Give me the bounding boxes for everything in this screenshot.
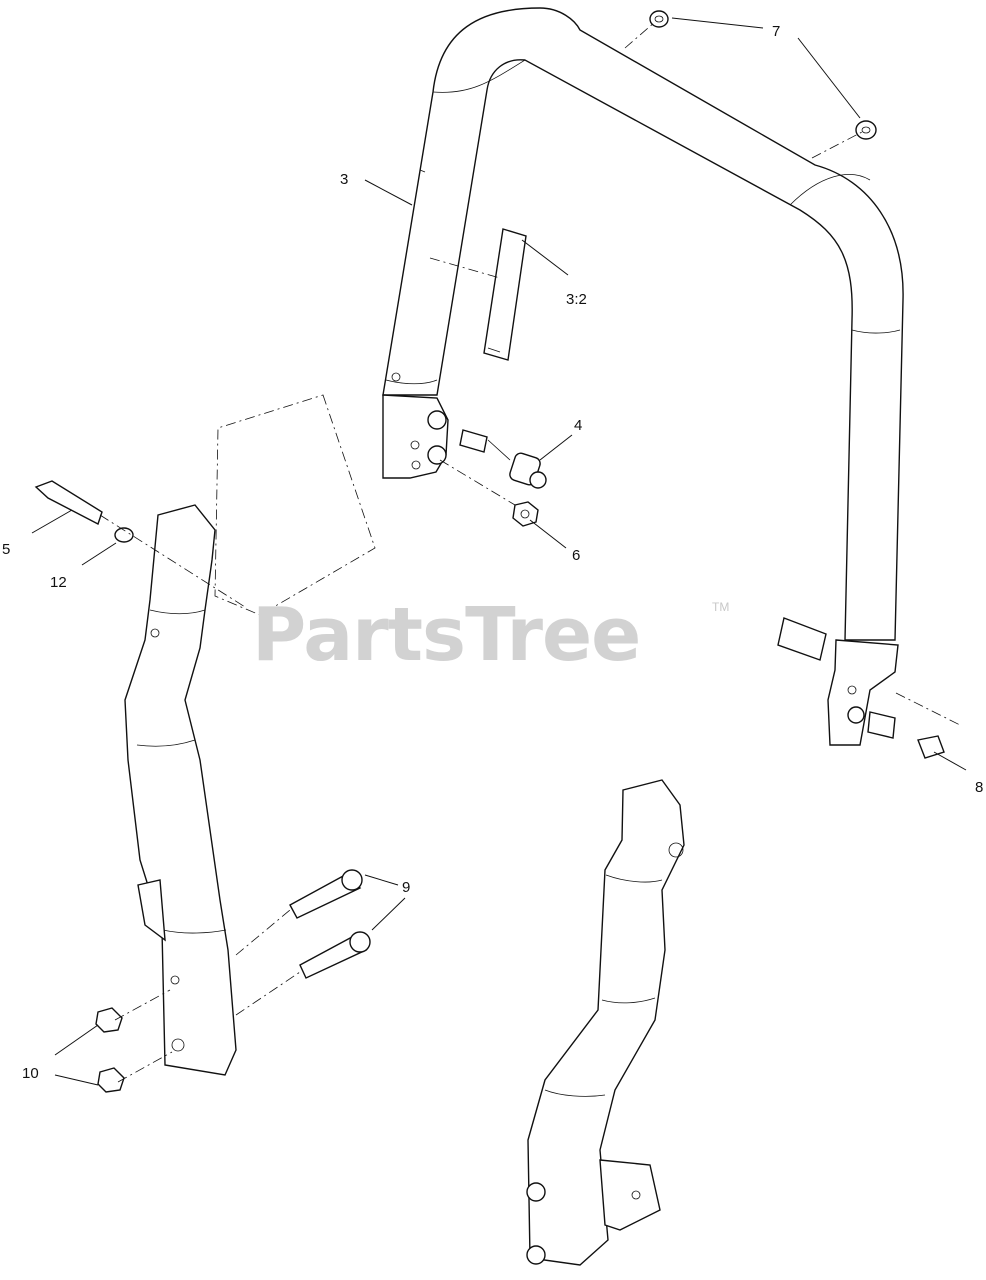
decal [483, 228, 527, 361]
upper-left-pivot-bracket [382, 394, 449, 479]
callout-12: 12 [50, 574, 67, 591]
assembly-lines [99, 21, 961, 1083]
trademark-mark: TM [712, 600, 730, 614]
lock-pin-knob [459, 429, 547, 489]
callout-6: 6 [572, 547, 581, 564]
callout-8: 8 [975, 779, 984, 796]
callout-9: 9 [402, 879, 411, 896]
watermark: PartsTree [252, 592, 641, 678]
knob-cap-8 [917, 735, 945, 759]
leader-lines [31, 17, 967, 1086]
cap-7-top [649, 10, 669, 28]
right-pivot-bracket [777, 617, 899, 746]
nut-10-lower [97, 1067, 125, 1093]
lower-right-roll-bar-leg [526, 779, 685, 1266]
callout-4: 4 [574, 417, 583, 434]
clip-12 [114, 527, 134, 543]
callout-3-2: 3:2 [566, 291, 587, 308]
bolt-9-upper [289, 869, 363, 919]
callout-5: 5 [2, 541, 11, 558]
callout-10: 10 [22, 1065, 39, 1082]
callout-3: 3 [340, 171, 349, 188]
lower-left-roll-bar-leg [124, 504, 237, 1076]
upper-roll-bar-hoop [382, 7, 904, 641]
flange-nut-6 [512, 501, 539, 527]
bolt-9-lower [299, 931, 371, 979]
callout-7: 7 [772, 23, 781, 40]
pin-bolt-5 [34, 480, 103, 525]
cap-7-bottom [855, 120, 877, 140]
nut-10-upper [95, 1007, 123, 1033]
